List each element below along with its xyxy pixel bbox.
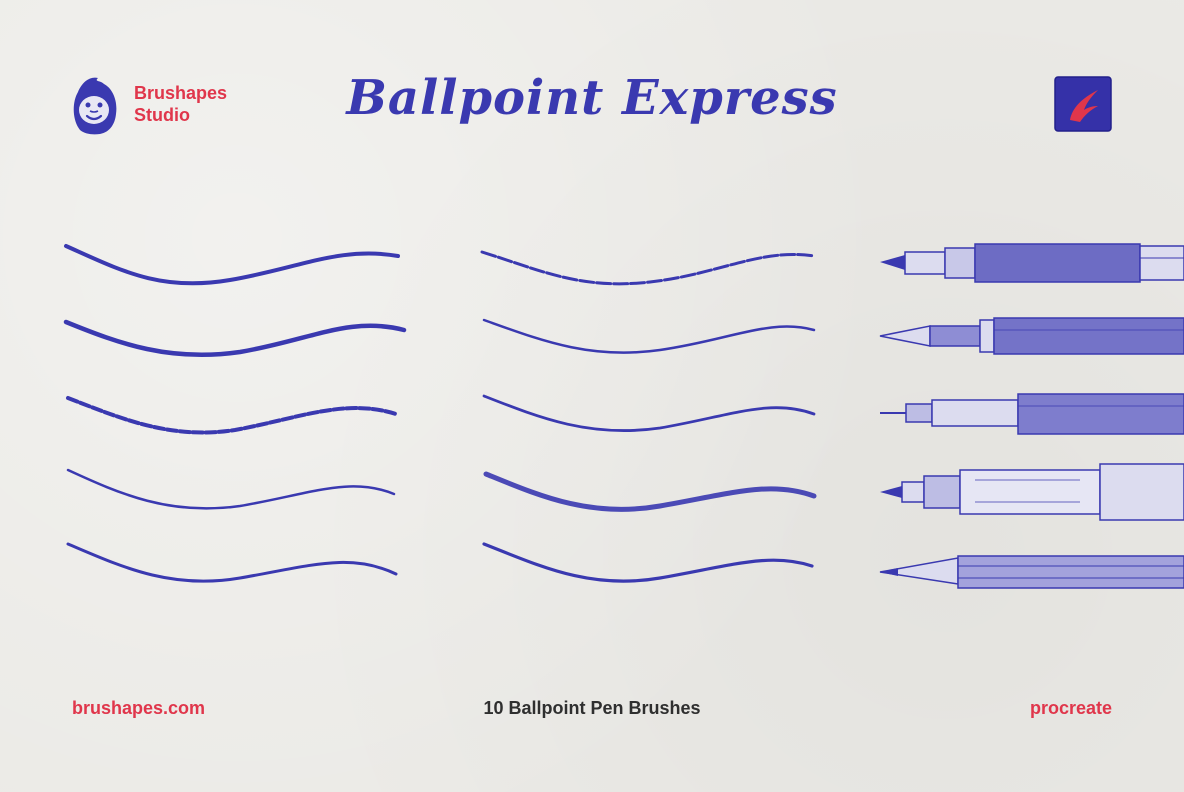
product-title: Ballpoint Express <box>346 70 838 126</box>
website-link[interactable]: brushapes.com <box>72 698 206 718</box>
technical-pen-icon <box>880 393 1184 435</box>
pencil-icon <box>879 555 1184 589</box>
fineliner-pen-icon <box>880 463 1184 521</box>
fountain-pen-icon <box>879 317 1184 355</box>
brush-stroke-4 <box>66 468 396 510</box>
brush-stroke-9 <box>483 471 817 512</box>
brush-stroke-8 <box>482 394 816 432</box>
brand-line-2: Studio <box>134 105 190 125</box>
brush-stroke-7 <box>482 318 816 354</box>
brush-stroke-2 <box>63 319 407 358</box>
brush-stroke-10 <box>482 542 814 583</box>
procreate-app-icon <box>1054 76 1112 132</box>
brush-stroke-6 <box>480 250 816 286</box>
brand-line-1: Brushapes <box>134 83 228 103</box>
brand-block: Brushapes Studio <box>70 72 227 136</box>
brush-stroke-3 <box>66 396 398 435</box>
brand-name: Brushapes Studio <box>134 82 227 126</box>
gorilla-head-icon <box>73 77 117 135</box>
brush-stroke-5 <box>66 542 398 583</box>
app-name-label: procreate <box>1029 698 1112 718</box>
product-tagline: 10 Ballpoint Pen Brushes <box>483 698 701 718</box>
brush-stroke-1 <box>64 244 400 286</box>
ballpoint-pen-icon <box>880 243 1184 283</box>
